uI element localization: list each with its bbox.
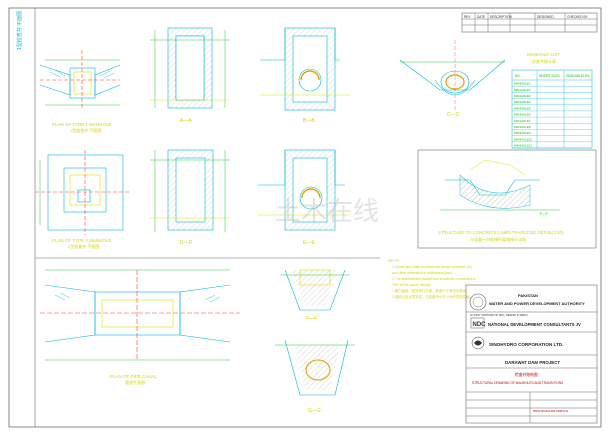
note-line-4: 1.图中高程、桩号单位为米，其余尺寸单位为毫米。 [392,288,469,293]
note-line-1: and other dimension in millimeters (mm). [392,271,453,275]
notes-block: NOTE: 1.Levels and chain numbers are sho… [388,258,476,299]
revision-table: REV DATE DESCRIPTION DESIGNED CHECKED BY [461,12,598,33]
manhole-list-title: MANHOLE LIST [527,52,560,57]
manhole-cell: MANHOLE8 [514,125,531,129]
plan-type2-title-cn: 2型检查井 平面图 [68,243,99,249]
drawing-frame [8,7,602,428]
section-cc-label: C—C [447,112,460,118]
section-aa [150,27,230,109]
structure-joint-title-cn: 与混凝土衬砌梯形渠道接头详图 [470,236,526,242]
plan-pipe-title-cn: 管道平面图 [125,379,145,385]
notes-title: NOTE: [388,258,400,263]
ml-head-0: NO. [515,74,521,78]
section-ff-label: F—F [306,316,317,322]
plan-type2-manhole [35,150,130,235]
note-line-0: 1.Levels and chain numbers are shown in … [392,265,472,269]
section-dd [150,149,230,232]
plan-pipe-canal [40,269,240,361]
title-block: PAKISTAN WATER AND POWER DEVELOPMENT AUT… [465,284,598,424]
tb-authority: WATER AND POWER DEVELOPMENT AUTHORITY [489,301,585,306]
section-ff [280,269,350,311]
tb-project: DARAWAT DAM PROJECT [505,360,560,365]
tb-title-cn: 检查井结构图 [515,372,538,377]
note-line-3: 70% of the nature density. [392,283,431,287]
manhole-cell: MANHOLE1 [514,82,531,86]
rev-col-1: DATE [477,15,485,19]
section-aa-label: A—A [180,118,192,124]
manhole-list-table: MANHOLE LIST 检查井统计表 NO. INVERT ELEV. GRO… [511,52,593,149]
structure-joint-title: STRUCTURE TO CONCRETE LINED TRAPEZOID DE… [438,230,564,235]
binding-label: 1型检查井 平面图 [16,11,23,50]
ml-head-1: INVERT ELEV. [539,74,560,78]
manhole-cell: MANHOLE5 [514,106,531,110]
tb-country: PAKISTAN [518,293,538,298]
manhole-cell: MANHOLE7 [514,119,531,123]
tb-contractor: SINOHYDRO CORPORATION LTD. [489,342,563,347]
tb-consultant-small: (A JOINT VENTURE OF NDC, NESPAK & SMEC) [470,313,528,317]
manhole-cell: MANHOLE2 [514,88,531,92]
plan-type1-title: PLAN OF TYPE 1 MANHOLE [52,122,111,127]
manhole-cell: MANHOLE10 [514,137,533,141]
rev-col-2: DESCRIPTION [490,15,512,19]
manhole-cell: MANHOLE3 [514,94,531,98]
tb-consultant: NATIONAL DEVELOPMENT CONSULTANTS JV [488,322,581,327]
manhole-list-title-cn: 检查井统计表 [532,58,556,64]
plan-type1-title-cn: 1型检查井 平面图 [70,127,101,133]
tb-title: STRUCTURAL DRAWING OF MANHOLES AND TRANS… [472,381,563,385]
plan-pipe-title: PLAN OF PIPE CANAL [110,374,158,379]
section-bb [260,27,350,111]
rev-col-0: REV [464,15,471,19]
section-gg-label: G—G [308,408,321,414]
structure-joint-detail: F—F [417,149,597,249]
section-dd-label: D—D [180,240,193,246]
manhole-cell: MANHOLE11 [514,144,532,148]
ndc-logo [470,317,485,329]
manhole-cell: MANHOLE9 [514,131,531,135]
manhole-cell: MANHOLE6 [514,113,531,117]
tb-drawing-no: DRW-DDAM-DD-DRB-011 [533,409,569,413]
section-gg [275,339,355,396]
note-line-5: 2.回填土应分层夯实，压实度不小于70%天然密实度。 [392,294,473,299]
svg-text:NDC: NDC [473,322,487,328]
plan-type1-manhole [39,50,121,110]
joint-dim-label: F—F [540,212,548,216]
ml-head-2: GROUND ELEV. [566,74,590,78]
sinohydro-logo [471,336,485,350]
section-ee-label: E—E [303,240,315,246]
section-cc [399,40,506,110]
rev-col-3: DESIGNED [537,15,554,19]
manhole-list-rows: MANHOLE1MANHOLE2MANHOLE3MANHOLE4MANHOLE5… [512,82,592,149]
watermark: 土木在线 [275,196,379,226]
manhole-cell: MANHOLE4 [514,100,531,104]
section-bb-label: B—B [303,118,315,124]
rev-col-4: CHECKED BY [567,15,589,19]
note-line-2: 2.The embankment backfill soil should be… [392,277,476,281]
section-ee [258,149,350,231]
wapda-logo [469,293,487,311]
plan-type2-title: PLAN OF TYPE 2 MANHOLE [52,238,111,243]
